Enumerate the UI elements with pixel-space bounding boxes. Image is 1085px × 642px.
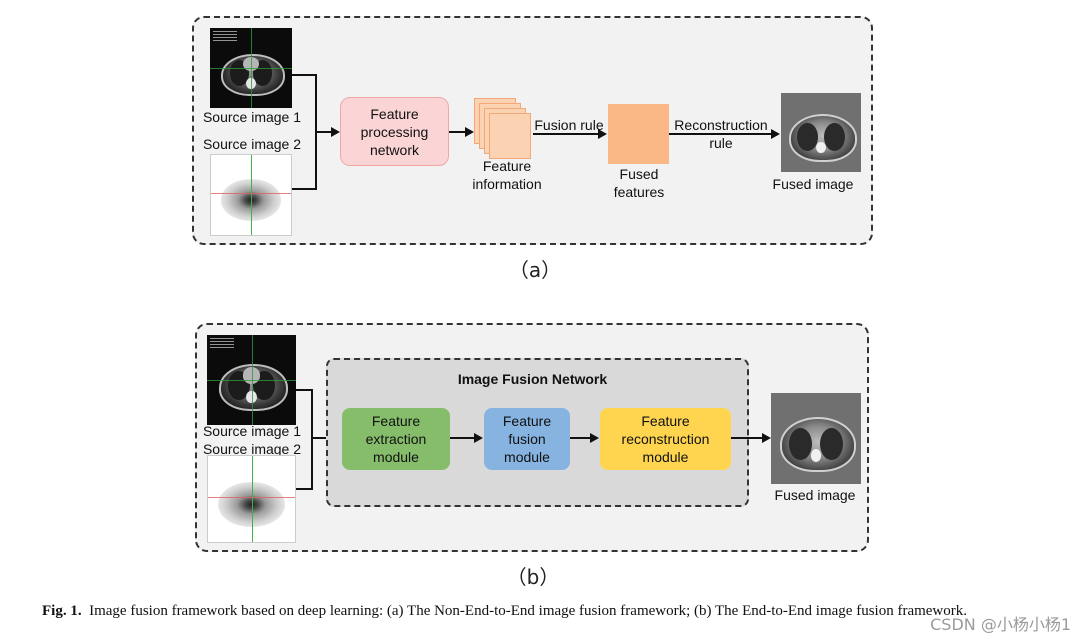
csdn-watermark: CSDN @小杨小杨1 (930, 615, 1071, 634)
source-image-1-label: Source image 1 (202, 109, 302, 125)
fused-features-label: Fused features (613, 166, 665, 200)
fused-image-b-label: Fused image (774, 487, 856, 503)
reconstruction-rule-arrow (771, 129, 780, 139)
feature-map-stack-4 (489, 113, 531, 159)
fused-features-block (608, 104, 669, 164)
source-image-2-label: Source image 2 (202, 136, 302, 152)
connector-b-vertical (311, 389, 313, 490)
image-fusion-network-title: Image Fusion Network (457, 371, 608, 387)
source-image-1-label-b: Source image 1 (202, 423, 302, 439)
arrow-to-feature-info (465, 127, 474, 137)
arrow-extraction-to-fusion (474, 433, 483, 443)
feature-reconstruction-module: Feature reconstruction module (600, 408, 731, 470)
connector-a-bottom (292, 188, 316, 190)
source-image-2-label-b: Source image 2 (202, 441, 302, 457)
reconstruction-rule-arrow-line (669, 133, 772, 135)
feature-information-label: Feature information (472, 158, 542, 192)
connector-a-top (292, 74, 316, 76)
fused-image-a (781, 93, 861, 172)
fusion-rule-label: Fusion rule (534, 117, 604, 133)
reconstruction-rule-label: Reconstruction rule (674, 117, 768, 151)
panel-a (192, 16, 873, 245)
arrow-to-feature-processing (331, 127, 340, 137)
arrow-line-extraction-to-fusion (450, 437, 475, 439)
source-image-2-pet-b (207, 455, 296, 543)
feature-extraction-module: Feature extraction module (342, 408, 450, 470)
arrow-to-fused-image (762, 433, 771, 443)
figure-caption-text: Image fusion framework based on deep lea… (89, 603, 968, 619)
connector-a-horizontal (316, 131, 332, 133)
fusion-rule-arrow (598, 129, 607, 139)
fused-image-b (771, 393, 861, 484)
source-image-1-ct-b (207, 335, 296, 425)
subcaption-b: （b） (506, 565, 560, 589)
source-image-2-pet (210, 154, 292, 236)
arrow-fusion-to-reconstruction (590, 433, 599, 443)
figure-caption: Fig. 1. Image fusion framework based on … (42, 603, 967, 620)
connector-b-top (296, 389, 312, 391)
fused-image-a-label: Fused image (772, 176, 854, 192)
source-image-1-ct (210, 28, 292, 108)
connector-b-horizontal (312, 437, 334, 439)
arrow-line-to-fused-image (731, 437, 763, 439)
figure-label: Fig. 1. (42, 603, 82, 619)
connector-b-bottom (296, 488, 312, 490)
feature-fusion-module: Feature fusion module (484, 408, 570, 470)
arrow-line-fusion-to-reconstruction (570, 437, 591, 439)
fusion-rule-arrow-line (533, 133, 599, 135)
feature-processing-network: Feature processing network (340, 97, 449, 166)
subcaption-a: （a） (508, 258, 562, 282)
arrow-line-to-feature-info (449, 131, 466, 133)
